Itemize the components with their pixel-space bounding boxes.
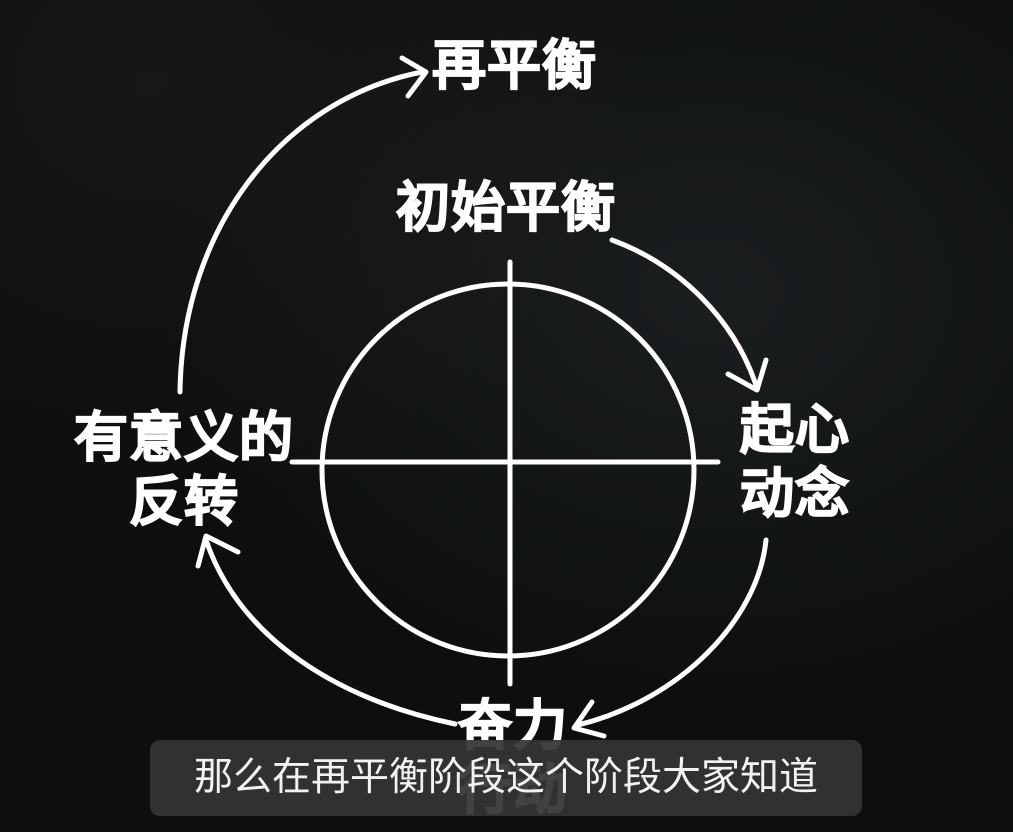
label-motive-line2: 动念 bbox=[739, 461, 850, 526]
label-motive: 起心 动念 bbox=[739, 397, 850, 526]
arrowhead-effort bbox=[571, 699, 607, 739]
label-initial-balance: 初始平衡 bbox=[395, 175, 616, 240]
label-motive-line1: 起心 bbox=[739, 397, 850, 462]
label-reversal-line1: 有意义的 bbox=[73, 405, 294, 470]
arrowhead-rebalance bbox=[399, 55, 429, 99]
video-subtitle: 那么在再平衡阶段这个阶段大家知道 bbox=[150, 740, 862, 816]
label-meaningful-reversal: 有意义的 反转 bbox=[73, 405, 294, 534]
arrow-effort-to-reversal bbox=[203, 537, 458, 727]
arrowhead-reversal bbox=[195, 533, 241, 569]
label-reversal-line2: 反转 bbox=[128, 469, 239, 534]
arrow-motive-to-effort bbox=[575, 537, 769, 728]
arrow-initial-to-motive bbox=[609, 237, 760, 391]
arrow-reversal-to-rebalance bbox=[177, 69, 425, 395]
label-rebalance: 再平衡 bbox=[431, 33, 597, 98]
arrowhead-motive bbox=[725, 357, 769, 393]
